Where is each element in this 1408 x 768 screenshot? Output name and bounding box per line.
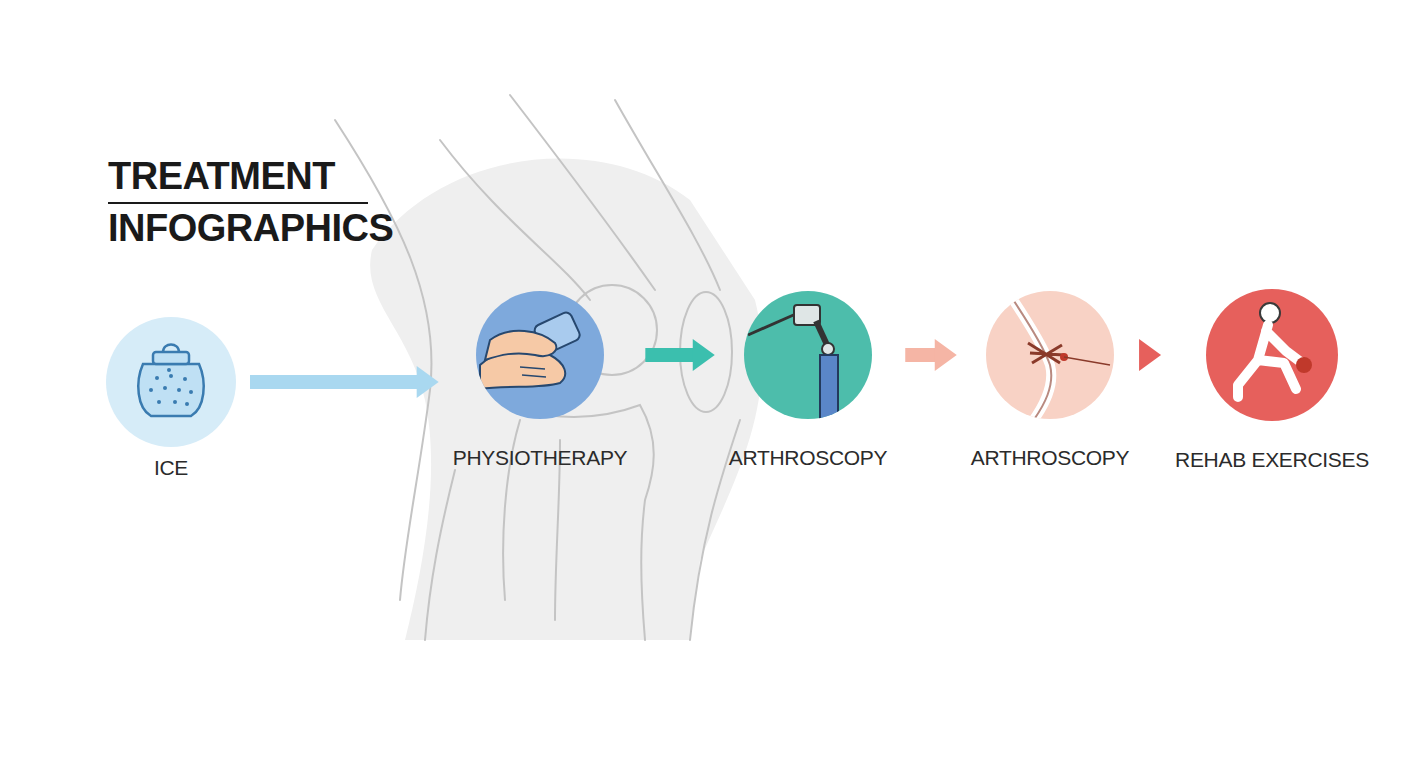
step-label: ARTHROSCOPY [967,445,1134,471]
femur-outline [440,140,590,300]
step-circle [986,291,1114,419]
step-icon [480,311,582,389]
flow-arrow [905,339,956,371]
leg-outline [425,470,455,640]
treatment-step: ARTHROSCOPY [725,291,892,471]
step-label: ARTHROSCOPY [725,445,892,471]
femur-outline [510,95,655,290]
step-label: PHYSIOTHERAPY [449,445,632,471]
treatment-step: ARTHROSCOPY [967,291,1134,471]
step-circle [1206,289,1338,421]
step-circle [476,291,604,419]
step-icon [138,345,203,417]
tibia-outline [520,405,654,640]
step-icon [1010,295,1110,419]
flow-arrow [645,339,714,371]
treatment-step: ICE [106,317,236,481]
step-circle [106,317,236,447]
treatment-step: REHAB EXERCISES [1171,289,1373,473]
leg-outline [335,120,432,600]
treatment-step: PHYSIOTHERAPY [449,291,632,471]
title: TREATMENT INFOGRAPHICS [108,150,408,254]
leg-outline [615,100,720,290]
step-circle [744,291,872,419]
step-icon [1238,303,1312,397]
flow-arrow [1139,339,1161,371]
step-label: ICE [106,455,236,481]
flow-arrow [250,366,439,398]
title-rule [108,202,368,204]
step-icon [748,305,838,419]
step-label: REHAB EXERCISES [1171,447,1373,473]
